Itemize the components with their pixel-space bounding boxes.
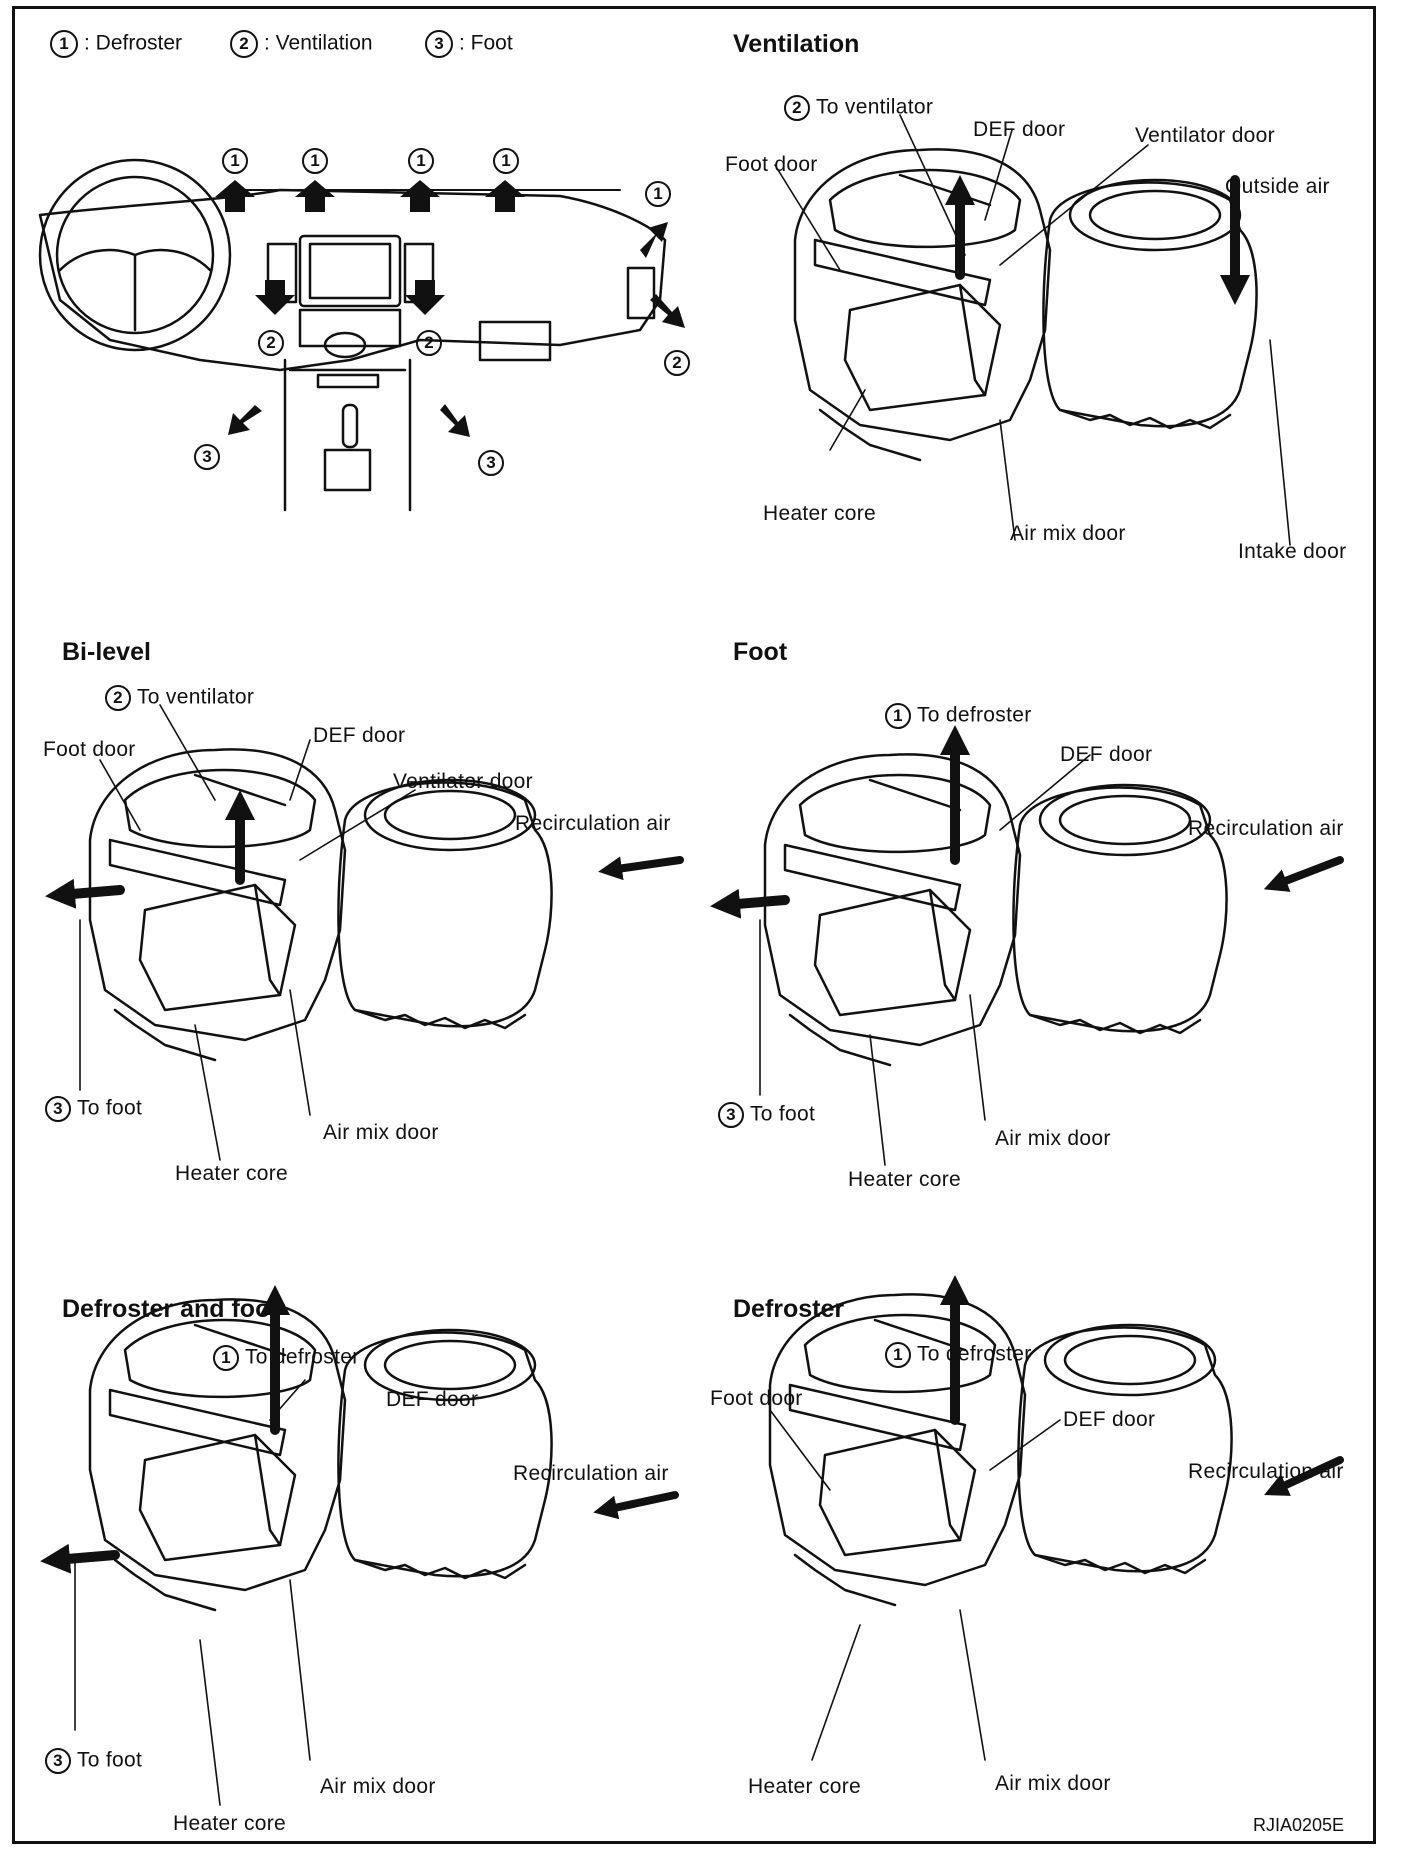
bilevel-unit [88, 748, 553, 1062]
dash-marker-2: 2 [664, 350, 690, 376]
panel-airflow-arrows [40, 175, 1344, 1574]
dash-marker-3: 3 [194, 444, 220, 470]
label-ventilator-door: Ventilator door [393, 770, 533, 793]
circle-2-icon: 2 [230, 30, 258, 58]
circle-1-icon: 1 [885, 703, 911, 729]
dash-marker-3: 3 [478, 450, 504, 476]
label-air-mix-door: Air mix door [995, 1772, 1111, 1795]
dash-marker-2: 2 [416, 330, 442, 356]
label-def-door: DEF door [973, 118, 1066, 141]
panel-title-bilevel: Bi-level [62, 638, 151, 666]
dash-marker-1: 1 [408, 148, 434, 174]
circle-3-icon: 3 [45, 1096, 71, 1122]
label-recirculation-air: Recirculation air [1188, 817, 1344, 840]
circle-1-icon: 1 [50, 30, 78, 58]
leader-lines [74, 114, 1291, 1806]
label-air-mix-door: Air mix door [1010, 522, 1126, 545]
label-heater-core: Heater core [175, 1162, 289, 1185]
foot-unit [763, 753, 1228, 1067]
label-def-door: DEF door [386, 1388, 479, 1411]
circle-3-icon: 3 [718, 1102, 744, 1128]
label-foot-door: Foot door [43, 738, 136, 761]
label-recirculation-air: Recirculation air [1188, 1460, 1344, 1483]
label-air-mix-door: Air mix door [995, 1127, 1111, 1150]
label-heater-core: Heater core [173, 1812, 287, 1835]
label-air-mix-door: Air mix door [320, 1775, 436, 1798]
figure-code: RJIA0205E [1253, 1815, 1345, 1835]
label-heater-core: Heater core [748, 1775, 862, 1798]
figure-frame [12, 6, 1376, 1844]
dash-marker-2: 2 [258, 330, 284, 356]
dash-marker-1: 1 [493, 148, 519, 174]
panel-title-defroster: Defroster [733, 1295, 845, 1323]
label-air-mix-door: Air mix door [323, 1121, 439, 1144]
panel-title-defroster-foot: Defroster and foot [62, 1295, 279, 1323]
circle-3-icon: 3 [45, 1748, 71, 1774]
label-heater-core: Heater core [763, 502, 877, 525]
label-def-door: DEF door [1063, 1408, 1156, 1431]
circle-3-icon: 3 [425, 30, 453, 58]
dashboard-illustration [38, 158, 667, 512]
label-ventilator-door: Ventilator door [1135, 124, 1275, 147]
defroster-unit [768, 1293, 1233, 1607]
circle-2-icon: 2 [105, 685, 131, 711]
label-recirculation-air: Recirculation air [513, 1462, 669, 1485]
label-def-door: DEF door [1060, 743, 1153, 766]
label-foot-door: Foot door [710, 1387, 803, 1410]
panel-title-foot: Foot [733, 638, 788, 666]
panel-title-ventilation: Ventilation [733, 30, 860, 58]
label-outside-air: Outside air [1225, 175, 1330, 198]
label-foot-door: Foot door [725, 153, 818, 176]
dash-marker-1: 1 [645, 181, 671, 207]
label-heater-core: Heater core [848, 1168, 962, 1191]
steering-wheel [38, 158, 232, 352]
dash-marker-1: 1 [222, 148, 248, 174]
label-recirculation-air: Recirculation air [515, 812, 671, 835]
circle-2-icon: 2 [784, 95, 810, 121]
legend-foot: 3: Foot [425, 30, 513, 58]
ventilation-unit [793, 148, 1258, 462]
legend-defroster: 1: Defroster [50, 30, 182, 58]
label-intake-door: Intake door [1238, 540, 1347, 563]
legend-ventilation: 2: Ventilation [230, 30, 373, 58]
dash-airflow-arrows [215, 180, 685, 437]
circle-1-icon: 1 [885, 1342, 911, 1368]
dash-marker-1: 1 [302, 148, 328, 174]
label-def-door: DEF door [313, 724, 406, 747]
circle-1-icon: 1 [213, 1345, 239, 1371]
